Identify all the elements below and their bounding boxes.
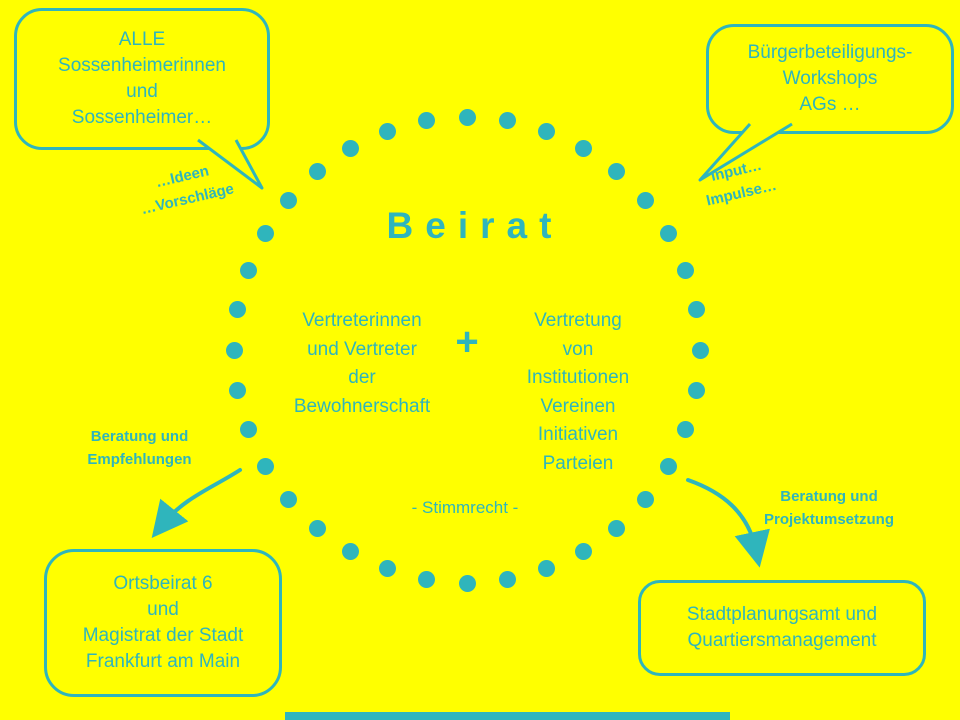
circle-dot <box>458 574 476 592</box>
circle-dot <box>229 301 247 319</box>
circle-dot <box>239 261 257 279</box>
circle-dot <box>256 458 274 475</box>
circle-dot <box>418 112 436 130</box>
circle-dot <box>280 191 297 209</box>
box-ortsbeirat: Ortsbeirat 6 und Magistrat der Stadt Fra… <box>44 549 282 697</box>
circle-dot <box>498 570 516 588</box>
label-input-impulses: Input… Impulse… <box>704 156 779 210</box>
circle-dot <box>342 543 359 561</box>
circle-dot <box>691 341 709 359</box>
speech-bubble-residents: ALLE Sossenheimerinnen und Sossenheimer… <box>14 8 270 150</box>
label-advice-implementation: Beratung und Projektumsetzung <box>763 488 895 528</box>
circle-dot <box>458 108 476 126</box>
voting-right-note: - Stimmrecht - <box>411 498 519 517</box>
circle-dot <box>342 139 359 157</box>
circle-dot <box>677 261 695 279</box>
circle-dot <box>660 225 678 242</box>
circle-dot <box>239 421 257 439</box>
label-advice-recommendations: Beratung und Empfehlungen <box>87 428 192 468</box>
circle-dot <box>636 191 654 209</box>
circle-dot <box>660 458 678 475</box>
circle-dot <box>608 163 626 180</box>
circle-title: Beirat <box>386 205 564 246</box>
circle-dot <box>498 112 516 130</box>
circle-dot <box>575 139 592 157</box>
plus-sign: + <box>455 320 479 364</box>
circle-dot <box>225 341 243 359</box>
circle-dot <box>256 225 274 242</box>
arrow-to-stadtplanungsamt <box>686 478 770 568</box>
circle-dot <box>636 491 654 509</box>
label-ideas-suggestions: …Ideen …Vorschläge <box>139 162 236 218</box>
circle-dot <box>308 519 326 537</box>
circle-dot <box>418 570 436 588</box>
circle-dot <box>687 381 705 399</box>
group-residents-representatives: Vertreterinnen und Vertreter der Bewohne… <box>293 310 431 417</box>
circle-dot <box>378 560 396 578</box>
circle-dot <box>538 122 556 140</box>
speech-bubble-workshops-text: Bürgerbeteiligungs- Workshops AGs … <box>747 41 913 116</box>
circle-dot <box>575 543 592 561</box>
box-stadtplanungsamt: Stadtplanungsamt und Quartiersmanagement <box>638 580 926 676</box>
circle-dot <box>608 519 626 537</box>
circle-dot <box>280 491 297 509</box>
box-stadtplanungsamt-text: Stadtplanungsamt und Quartiersmanagement <box>686 603 878 651</box>
circle-dot <box>308 163 326 180</box>
bottom-accent-bar <box>285 712 730 720</box>
circle-dot <box>378 122 396 140</box>
box-ortsbeirat-text: Ortsbeirat 6 und Magistrat der Stadt Fra… <box>82 572 244 673</box>
circle-dot <box>229 381 247 399</box>
circle-dot <box>677 421 695 439</box>
group-institutions-representation: Vertretung von Institutionen Vereinen In… <box>526 310 630 474</box>
speech-bubble-residents-text: ALLE Sossenheimerinnen und Sossenheimer… <box>58 28 226 129</box>
arrow-to-ortsbeirat <box>151 468 242 538</box>
speech-bubble-workshops: Bürgerbeteiligungs- Workshops AGs … <box>706 24 954 134</box>
circle-dot <box>538 560 556 578</box>
circle-dot <box>687 301 705 319</box>
